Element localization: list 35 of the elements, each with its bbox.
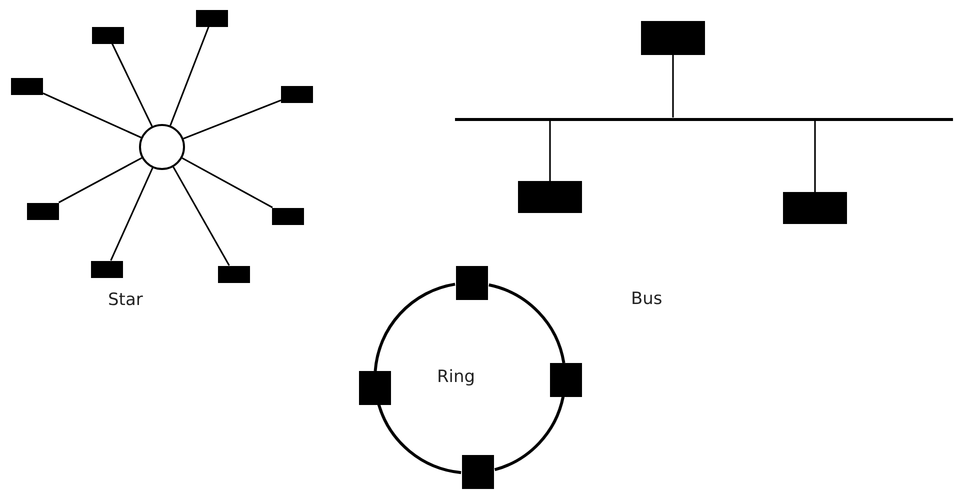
device-box: [91, 260, 123, 278]
device-box: [550, 363, 582, 397]
connector-line: [170, 26, 210, 126]
connector-line: [182, 157, 273, 208]
device-box: [456, 266, 488, 300]
hub-circle: [139, 124, 185, 170]
device-box: [359, 371, 391, 405]
device-box: [218, 266, 250, 282]
device-box: [783, 192, 847, 224]
ring-arc: [377, 404, 462, 474]
device-box: [281, 86, 313, 102]
connector-line: [549, 120, 551, 181]
device-box: [462, 455, 494, 489]
bus-line: [455, 118, 953, 120]
connector-line: [110, 168, 154, 261]
topology-label: Star: [108, 290, 143, 310]
device-box: [196, 10, 228, 26]
topology-label: Bus: [631, 289, 662, 309]
device-box: [92, 26, 124, 44]
connector-line: [183, 100, 282, 140]
connector-line: [58, 157, 142, 204]
connector-line: [172, 166, 230, 266]
device-box: [11, 78, 43, 94]
device-box: [272, 208, 304, 224]
connector-line: [814, 120, 816, 192]
device-box: [27, 202, 59, 220]
connector-line: [111, 43, 153, 127]
ring-arc: [494, 396, 565, 472]
device-box: [641, 21, 705, 55]
device-box: [518, 181, 582, 213]
connector-line: [42, 92, 142, 138]
topology-label: Ring: [437, 367, 476, 387]
ring-arc: [488, 283, 566, 364]
ring-arc: [374, 282, 456, 372]
connector-line: [672, 55, 674, 118]
